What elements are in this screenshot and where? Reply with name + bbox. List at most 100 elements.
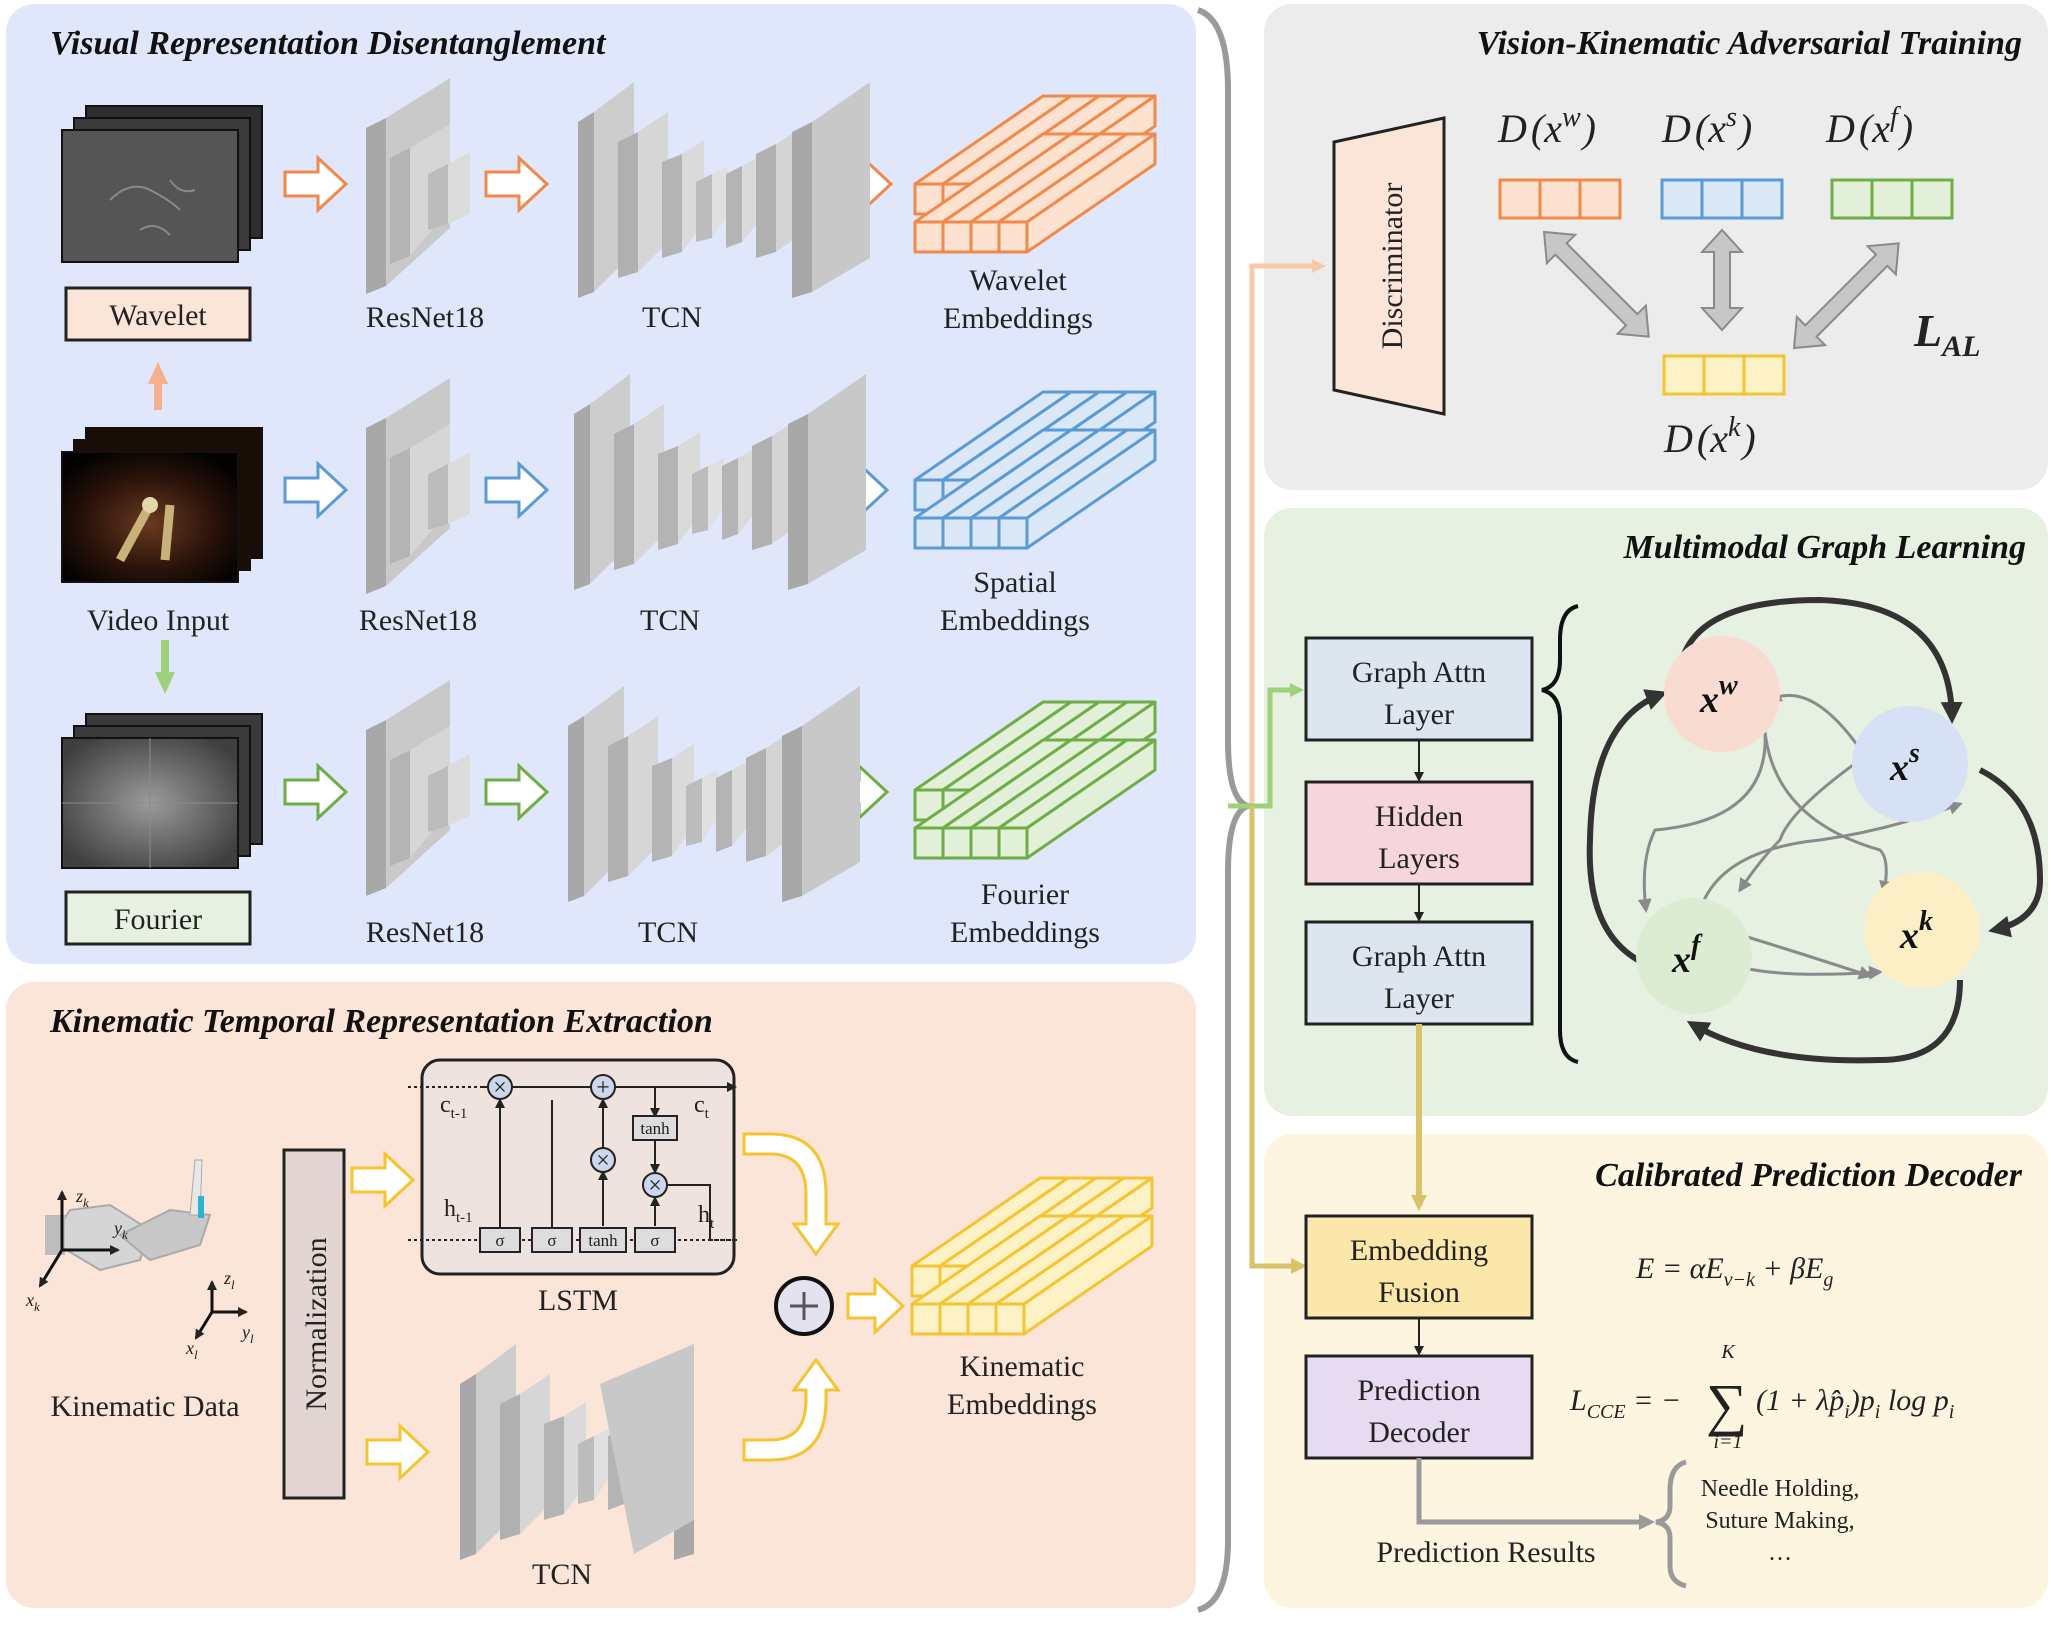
kinematic-panel-title: Kinematic Temporal Representation Extrac… <box>49 1003 713 1040</box>
visual-panel-title: Visual Representation Disentanglement <box>50 25 607 62</box>
ds-label: D(xs) <box>1661 102 1752 151</box>
fourier-box-label: Fourier <box>114 903 202 936</box>
adversarial-panel <box>1264 4 2048 490</box>
kinematic-embeddings-label-1: Kinematic <box>960 1350 1085 1383</box>
hidden-layers <box>1304 780 1534 886</box>
discriminator-label: Discriminator <box>1376 183 1409 350</box>
tcn-block-spatial <box>574 374 866 590</box>
loss-sum-bottom: i=1 <box>1713 1431 1742 1453</box>
node-xs <box>1852 706 1968 822</box>
spatial-branch <box>283 460 890 520</box>
tensor-bar-front <box>966 1302 998 1336</box>
fourier-image-stack <box>61 713 263 869</box>
lstm-h-next: ht <box>698 1202 715 1232</box>
wavelet-box <box>64 286 252 342</box>
video-input-image-stack <box>61 427 263 583</box>
kinematic-data-label: Kinematic Data <box>50 1390 239 1423</box>
arrow-tcn-to-sum <box>742 1357 841 1462</box>
kinematic-embeddings-tensor <box>910 1176 1154 1336</box>
tcn-label-kinematic: TCN <box>532 1558 592 1591</box>
arrow-norm-to-lstm <box>350 1150 416 1210</box>
tensor-bar-front <box>997 516 1029 550</box>
connector-to-graph <box>1228 683 1304 809</box>
result-item-2: Suture Making, <box>1705 1508 1854 1534</box>
normalization-block <box>282 1148 346 1500</box>
arrow-lstm-to-sum <box>742 1132 841 1257</box>
node-xf <box>1636 898 1752 1014</box>
hidden-layers-line1: Hidden <box>1375 800 1463 833</box>
tensor-bar-front <box>938 1302 970 1336</box>
tcn-block-fourier <box>568 686 860 902</box>
embedding-fusion-line1: Embedding <box>1350 1234 1488 1267</box>
resnet-label-wavelet: ResNet18 <box>366 301 484 334</box>
prediction-results-label: Prediction Results <box>1376 1536 1595 1569</box>
arrow-spatial-2 <box>484 460 550 520</box>
arrow-sum-to-emb <box>846 1276 906 1336</box>
tensor-bar-front <box>997 220 1029 254</box>
df-vector <box>1830 178 1954 220</box>
robot-arm-illustration <box>45 1159 212 1272</box>
dw-vector <box>1498 178 1622 220</box>
lstm-sigma-2: σ <box>547 1231 556 1250</box>
hidden-layers-line2: Layers <box>1378 842 1460 875</box>
arrow-wavelet-1 <box>283 154 349 214</box>
axis-zk: zk <box>75 1186 89 1210</box>
tensor-bar-front <box>969 516 1001 550</box>
node-xw <box>1664 636 1780 752</box>
results-brace <box>1655 1459 1687 1589</box>
decoder-panel-title: Calibrated Prediction Decoder <box>1595 1157 2023 1194</box>
wavelet-box-label: Wavelet <box>109 299 207 332</box>
loss-equation: LCCE = − <box>1569 1384 1681 1423</box>
tcn-label-wavelet: TCN <box>642 301 702 334</box>
node-xk <box>1864 872 1980 988</box>
fourier-embeddings-tensor <box>913 700 1157 860</box>
arrow-wavelet-2 <box>484 154 550 214</box>
adversarial-arrows <box>1542 228 1900 350</box>
result-item-1: Needle Holding, <box>1701 1476 1860 1502</box>
graph-edges-thick <box>1586 596 2044 1064</box>
axis-yk: yk <box>112 1218 128 1242</box>
lstm-add: + <box>596 1075 610 1101</box>
ds-vector <box>1660 178 1784 220</box>
tensor-bar-front <box>994 1302 1026 1336</box>
graph-attn-layer-1-line1: Graph Attn <box>1352 656 1486 689</box>
tensor-bar-front <box>969 826 1001 860</box>
spatial-embeddings-label-2: Embeddings <box>940 604 1090 637</box>
axis-yl: yl <box>240 1322 254 1346</box>
loss-sum-top: K <box>1720 1341 1736 1363</box>
graph-attn-layer-2-line1: Graph Attn <box>1352 940 1486 973</box>
lstm-tanh-top: tanh <box>640 1119 670 1138</box>
fourier-embeddings-label-2: Embeddings <box>950 916 1100 949</box>
dw-label: D(xw) <box>1497 102 1596 151</box>
fourier-embeddings-label-1: Fourier <box>981 878 1069 911</box>
adversarial-loss-label: LAL <box>1913 305 1980 363</box>
tensor-bar-front <box>997 826 1029 860</box>
video-input-label: Video Input <box>87 604 230 637</box>
df-label: D(xf) <box>1825 102 1913 151</box>
loss-sum-symbol: ∑ <box>1706 1372 1747 1437</box>
tcn-block-wavelet <box>578 82 870 298</box>
tensor-bar-front <box>910 1302 942 1336</box>
tcn-label-spatial: TCN <box>640 604 700 637</box>
resnet-label-spatial: ResNet18 <box>359 604 477 637</box>
arrow-norm-to-tcn <box>365 1422 431 1482</box>
lstm-c-prev: ct-1 <box>440 1092 467 1122</box>
node-xw-label: xw <box>1699 670 1738 721</box>
divider-brace <box>1196 7 1259 1613</box>
tcn-label-fourier: TCN <box>638 916 698 949</box>
lstm-c-next: ct <box>694 1092 710 1122</box>
arrow-decoder-to-results <box>1416 1458 1655 1530</box>
normalization-label: Normalization <box>300 1237 333 1410</box>
axis-xk: xk <box>25 1290 40 1314</box>
graph-attn-layer-1-line2: Layer <box>1384 698 1454 731</box>
sum-operator-symbol <box>790 1292 818 1320</box>
tensor-bar-front <box>913 516 945 550</box>
frame-l-axes <box>194 1280 248 1340</box>
graph-attn-layer-1 <box>1304 636 1534 742</box>
node-xf-label: xf <box>1671 930 1703 981</box>
graph-panel-title: Multimodal Graph Learning <box>1623 529 2026 566</box>
arrow-video-to-wavelet-head <box>148 362 168 384</box>
node-xk-label: xk <box>1899 906 1933 957</box>
resnet-block-spatial <box>366 378 470 594</box>
resnet-block-wavelet <box>366 78 470 294</box>
